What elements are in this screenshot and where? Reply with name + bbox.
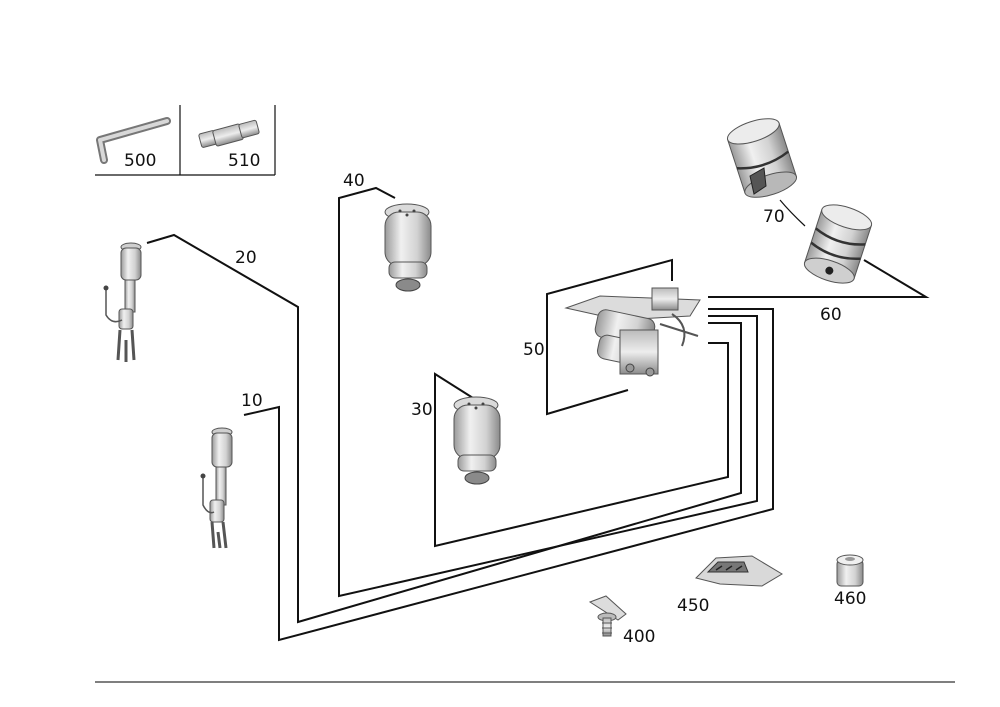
mounting-bracket-icon (695, 555, 783, 587)
label-50: 50 (523, 340, 545, 360)
leader-lines (146, 186, 930, 642)
label-510: 510 (228, 151, 260, 171)
label-450: 450 (677, 596, 709, 616)
air-compressor-unit-icon (564, 287, 701, 377)
suspension-strut-upper-icon (103, 242, 142, 362)
label-460: 460 (834, 589, 866, 609)
mounting-clip-icon (588, 595, 627, 637)
label-30: 30 (411, 400, 433, 420)
label-500: 500 (124, 151, 156, 171)
connector-fitting-icon (198, 119, 260, 148)
label-70: 70 (763, 207, 785, 227)
air-spring-lower-icon (453, 396, 501, 485)
pressure-reservoir-upper-icon (726, 118, 798, 198)
label-20: 20 (235, 248, 257, 268)
bushing-cap-icon (836, 554, 864, 587)
label-10: 10 (241, 391, 263, 411)
label-400: 400 (623, 627, 655, 647)
pressure-reservoir-icon (803, 204, 873, 284)
label-60: 60 (820, 305, 842, 325)
suspension-strut-lower-icon (200, 427, 233, 549)
hex-key-icon (96, 117, 171, 164)
air-spring-upper-icon (384, 203, 432, 292)
tool-box (95, 105, 276, 176)
label-40: 40 (343, 171, 365, 191)
